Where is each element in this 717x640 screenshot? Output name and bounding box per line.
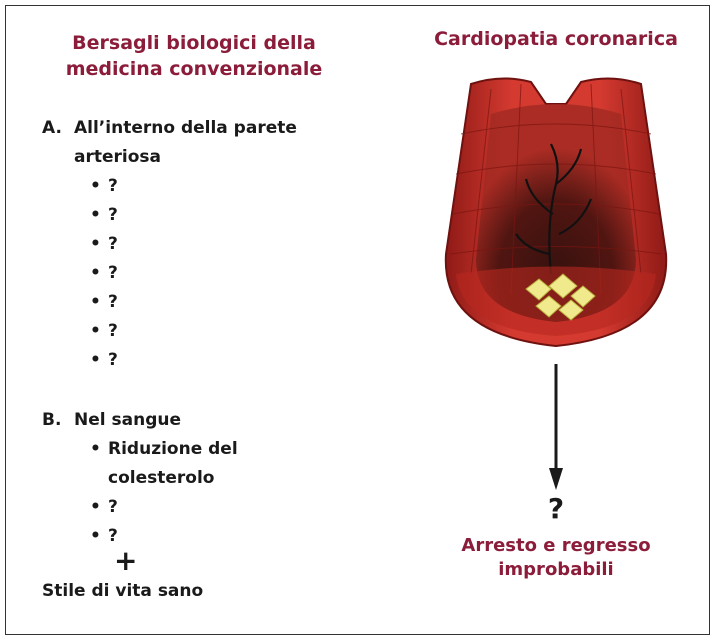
- section-b-item: ?: [90, 493, 302, 522]
- section-b-letter: B.: [42, 406, 74, 435]
- section-a-letter: A.: [42, 114, 74, 172]
- section-a: A. All’interno della parete arteriosa ? …: [42, 114, 302, 375]
- section-a-item: ?: [90, 346, 302, 375]
- section-a-list: ? ? ? ? ? ? ?: [42, 172, 302, 375]
- section-a-item: ?: [90, 172, 302, 201]
- left-column-title: Bersagli biologici della medicina conven…: [44, 30, 344, 82]
- result-question-mark: ?: [526, 492, 586, 525]
- down-arrow-icon: [546, 364, 566, 494]
- plus-sign: +: [114, 546, 137, 576]
- section-a-item: ?: [90, 201, 302, 230]
- outcome-label: Arresto e regresso improbabili: [451, 534, 661, 582]
- section-a-item: ?: [90, 288, 302, 317]
- artery-cross-section-illustration: [431, 74, 681, 354]
- section-a-item: ?: [90, 259, 302, 288]
- diagram-frame: Bersagli biologici della medicina conven…: [5, 5, 710, 635]
- section-b-list: Riduzione del colesterolo ? ?: [42, 435, 302, 551]
- lifestyle-label: Stile di vita sano: [42, 581, 203, 601]
- right-column-title: Cardiopatia coronarica: [426, 26, 686, 52]
- section-a-item: ?: [90, 230, 302, 259]
- section-b-item: Riduzione del colesterolo: [90, 435, 258, 493]
- section-b-label: Nel sangue: [74, 406, 302, 435]
- section-a-item: ?: [90, 317, 302, 346]
- section-b: B. Nel sangue Riduzione del colesterolo …: [42, 406, 302, 551]
- section-a-label: All’interno della parete arteriosa: [74, 114, 302, 172]
